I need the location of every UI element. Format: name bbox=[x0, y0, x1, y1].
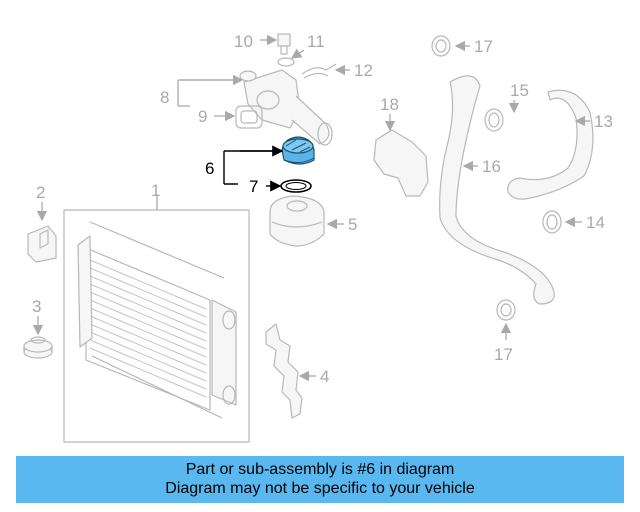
radiator-mount-upper bbox=[27, 225, 57, 263]
banner-line-1: Part or sub-assembly is #6 in diagram bbox=[185, 461, 455, 478]
hose-clamp-15 bbox=[484, 108, 504, 132]
callout-15[interactable]: 15 bbox=[510, 81, 529, 100]
callout-7[interactable]: 7 bbox=[249, 177, 258, 196]
radiator-hose-upper bbox=[507, 89, 594, 200]
callout-14[interactable]: 14 bbox=[586, 213, 605, 232]
callout-8[interactable]: 8 bbox=[160, 88, 169, 107]
callout-17-upper[interactable]: 17 bbox=[474, 37, 493, 56]
callout-11[interactable]: 11 bbox=[307, 32, 325, 51]
callout-10[interactable]: 10 bbox=[234, 32, 253, 51]
callout-17-lower[interactable]: 17 bbox=[494, 345, 513, 364]
callout-4[interactable]: 4 bbox=[320, 367, 329, 386]
radiator-mount-lower bbox=[23, 336, 53, 359]
cap-seal-ring bbox=[280, 179, 312, 193]
callout-5[interactable]: 5 bbox=[348, 215, 357, 234]
parts-diagram: 1 2 3 4 5 bbox=[23, 32, 613, 443]
banner-line-2: Diagram may not be specific to your vehi… bbox=[165, 480, 475, 497]
info-banner: Part or sub-assembly is #6 in diagram Di… bbox=[16, 456, 624, 503]
callout-18[interactable]: 18 bbox=[380, 95, 399, 114]
hose-clamp-14 bbox=[542, 210, 562, 234]
hose-bracket bbox=[373, 129, 429, 197]
sensor-clip bbox=[277, 57, 295, 67]
callout-1[interactable]: 1 bbox=[151, 181, 160, 200]
hose-clamp-17-lower bbox=[496, 299, 516, 321]
callout-3[interactable]: 3 bbox=[32, 297, 41, 316]
callout-9[interactable]: 9 bbox=[198, 107, 207, 126]
callout-16[interactable]: 16 bbox=[482, 157, 501, 176]
retaining-clip bbox=[301, 63, 337, 79]
temperature-sensor bbox=[277, 33, 291, 55]
callout-12[interactable]: 12 bbox=[354, 61, 373, 80]
coolant-expansion-tank bbox=[269, 195, 325, 247]
callout-13[interactable]: 13 bbox=[594, 112, 613, 131]
radiator bbox=[63, 209, 250, 443]
callout-2[interactable]: 2 bbox=[36, 183, 45, 202]
hose-clamp-17-upper bbox=[431, 35, 451, 57]
air-guide-bracket bbox=[265, 323, 303, 419]
radiator-hose-lower bbox=[439, 75, 555, 305]
expansion-tank-cap[interactable] bbox=[281, 136, 315, 165]
thermostat-housing bbox=[239, 69, 333, 146]
callout-6[interactable]: 6 bbox=[205, 159, 214, 178]
thermostat-gasket bbox=[235, 105, 263, 129]
